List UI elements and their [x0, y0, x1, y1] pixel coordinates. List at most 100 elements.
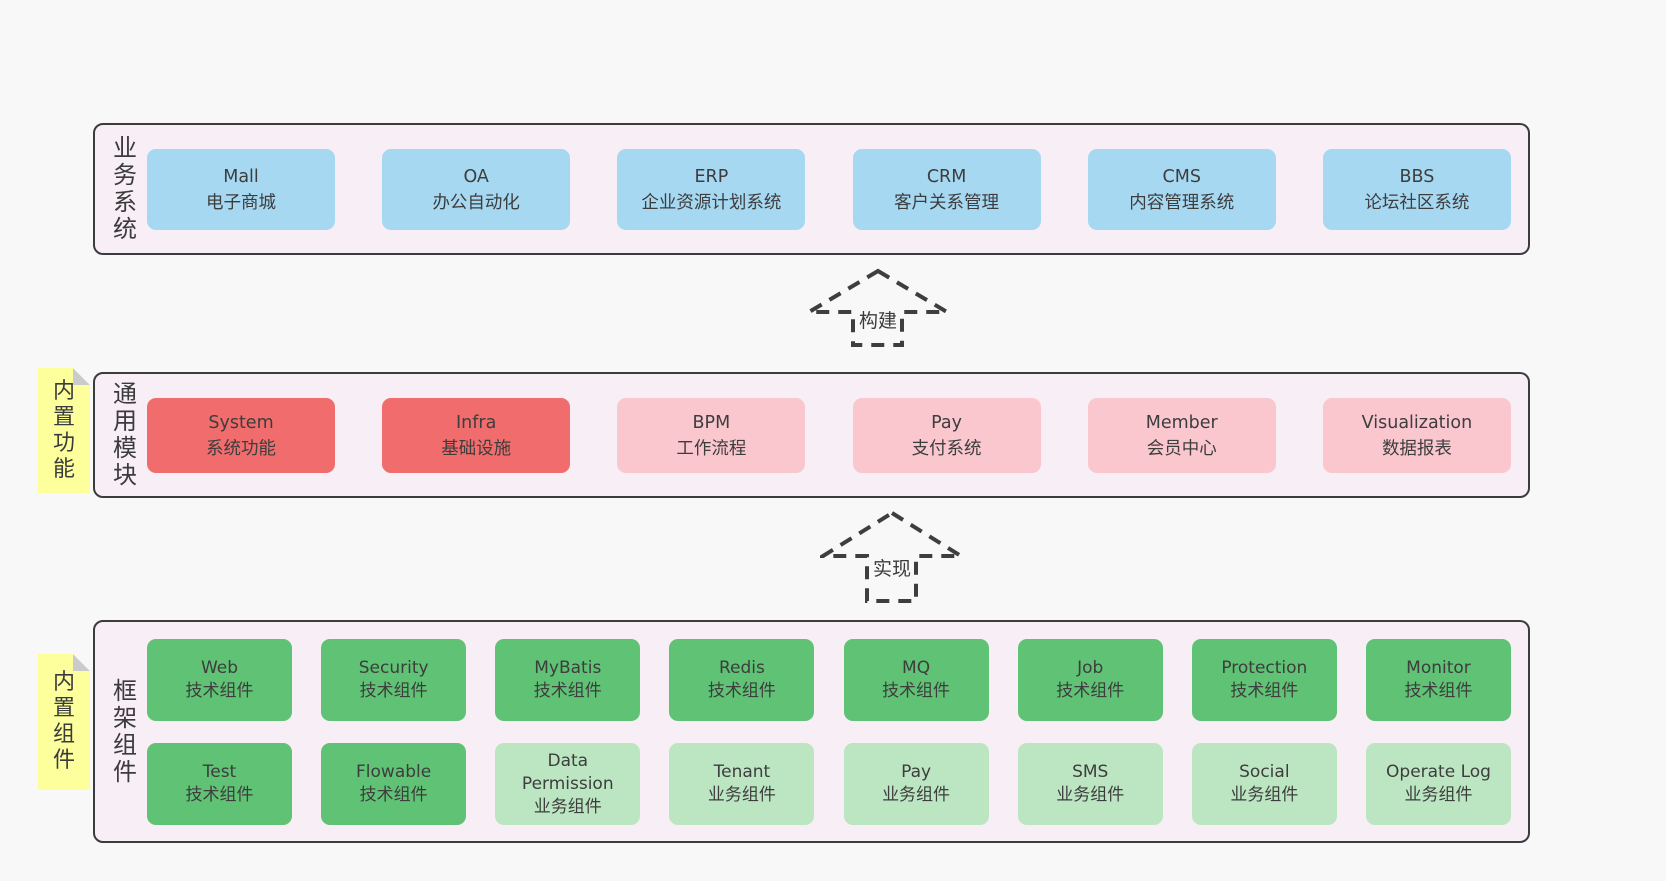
arrow-implement: 实现 [820, 510, 964, 604]
box-infra: Infra 基础设施 [382, 398, 571, 473]
box-test: Test 技术组件 [147, 743, 292, 825]
layer-business-label: 业务系统 [113, 134, 137, 243]
box-visualization: Visualization 数据报表 [1322, 398, 1511, 473]
box-bpm: BPM 工作流程 [617, 398, 806, 473]
box-subtitle: 论坛社区系统 [1364, 192, 1470, 213]
box-title: Member [1145, 412, 1218, 433]
box-sms: SMS 业务组件 [1017, 743, 1163, 825]
components-row-1: Web 技术组件 Security 技术组件 MyBatis 技术组件 Redi… [147, 639, 1511, 721]
note-text: 内置功能 [52, 378, 75, 482]
arrow-build: 构建 [806, 268, 950, 348]
box-title: Social [1239, 762, 1290, 782]
box-subtitle: 会员中心 [1146, 438, 1217, 459]
box-title: Redis [718, 658, 765, 678]
box-title: CMS [1162, 166, 1201, 187]
box-subtitle: 技术组件 [185, 681, 254, 701]
box-subtitle: 技术组件 [185, 785, 254, 805]
box-flowable: Flowable 技术组件 [321, 743, 467, 825]
box-title: SMS [1072, 762, 1109, 782]
box-title: Infra [456, 412, 497, 433]
box-title: Flowable [356, 762, 432, 782]
box-title: Job [1077, 658, 1104, 678]
layer-business-systems: 业务系统 Mall 电子商城 OA 办公自动化 ERP 企业资源计划系统 CRM… [93, 123, 1530, 255]
box-title: Security [358, 658, 429, 678]
components-row-2: Test 技术组件 Flowable 技术组件 Data Permission … [147, 743, 1511, 825]
box-bbs: BBS 论坛社区系统 [1322, 149, 1511, 230]
box-redis: Redis 技术组件 [669, 639, 815, 721]
box-subtitle: 业务组件 [882, 785, 951, 805]
note-text: 内置组件 [52, 670, 75, 773]
arrow-up-icon [820, 510, 964, 603]
box-subtitle: 技术组件 [882, 681, 951, 701]
box-title: Operate Log [1386, 762, 1491, 782]
box-title: BPM [692, 412, 731, 433]
box-system: System 系统功能 [147, 398, 335, 473]
box-subtitle: 技术组件 [1404, 681, 1473, 701]
box-title: Web [200, 658, 239, 678]
business-boxes-row: Mall 电子商城 OA 办公自动化 ERP 企业资源计划系统 CRM 客户关系… [147, 149, 1511, 230]
box-subtitle: 技术组件 [359, 681, 428, 701]
box-cms: CMS 内容管理系统 [1087, 149, 1276, 230]
box-operate-log: Operate Log 业务组件 [1365, 743, 1511, 825]
layer-modules-label: 通用模块 [113, 380, 137, 489]
box-subtitle: 技术组件 [1056, 681, 1125, 701]
box-job: Job 技术组件 [1017, 639, 1163, 721]
box-subtitle: 技术组件 [1230, 681, 1299, 701]
note-built-in-features: 内置功能 [38, 368, 90, 493]
box-subtitle: 技术组件 [359, 785, 428, 805]
box-monitor: Monitor 技术组件 [1365, 639, 1511, 721]
box-mall: Mall 电子商城 [147, 149, 335, 230]
box-subtitle: 技术组件 [533, 681, 602, 701]
box-subtitle: 电子商城 [206, 192, 276, 213]
box-security: Security 技术组件 [321, 639, 467, 721]
box-tenant: Tenant 业务组件 [669, 743, 815, 825]
box-subtitle: 系统功能 [206, 438, 276, 459]
box-title: Monitor [1406, 658, 1471, 678]
box-subtitle: 技术组件 [707, 681, 776, 701]
box-title: Pay [931, 412, 962, 433]
box-pay-module: Pay 支付系统 [852, 398, 1041, 473]
box-mq: MQ 技术组件 [843, 639, 989, 721]
box-data-permission: Data Permission 业务组件 [495, 743, 641, 825]
box-title: BBS [1399, 166, 1435, 187]
box-subtitle: 工作流程 [676, 438, 747, 459]
box-mybatis: MyBatis 技术组件 [495, 639, 641, 721]
box-subtitle: 业务组件 [707, 785, 776, 805]
box-title: MQ [902, 658, 931, 678]
box-crm: CRM 客户关系管理 [852, 149, 1041, 230]
layer-common-modules: 通用模块 System 系统功能 Infra 基础设施 BPM 工作流程 Pay… [93, 372, 1530, 498]
box-protection: Protection 技术组件 [1191, 639, 1337, 721]
box-subtitle: 办公自动化 [432, 192, 520, 213]
box-title: CRM [926, 166, 967, 187]
box-social: Social 业务组件 [1191, 743, 1337, 825]
box-subtitle: 业务组件 [1230, 785, 1299, 805]
box-title: Pay [901, 762, 932, 782]
box-subtitle: 企业资源计划系统 [641, 192, 782, 213]
layer-components-label: 框架组件 [113, 676, 137, 786]
box-oa: OA 办公自动化 [382, 149, 571, 230]
arrow-implement-label: 实现 [869, 558, 915, 580]
box-title: Visualization [1361, 412, 1473, 433]
arrow-up-icon [806, 268, 950, 347]
box-web: Web 技术组件 [147, 639, 292, 721]
box-subtitle: 数据报表 [1381, 438, 1452, 459]
modules-boxes-row: System 系统功能 Infra 基础设施 BPM 工作流程 Pay 支付系统… [147, 398, 1511, 473]
arrow-build-label: 构建 [855, 310, 901, 332]
box-title: System [208, 412, 274, 433]
box-title: OA [463, 166, 489, 187]
box-title: ERP [694, 166, 729, 187]
box-subtitle: 内容管理系统 [1129, 192, 1235, 213]
box-erp: ERP 企业资源计划系统 [617, 149, 806, 230]
box-title: Test [202, 762, 237, 782]
box-title: MyBatis [534, 658, 602, 678]
box-title: Data Permission [521, 750, 614, 794]
box-title: Protection [1221, 658, 1308, 678]
box-subtitle: 基础设施 [441, 438, 512, 459]
box-pay-component: Pay 业务组件 [843, 743, 989, 825]
box-member: Member 会员中心 [1087, 398, 1276, 473]
box-subtitle: 业务组件 [533, 796, 602, 817]
layer-framework-components: 框架组件 Web 技术组件 Security 技术组件 MyBatis 技术组件… [93, 620, 1530, 843]
box-title: Tenant [713, 762, 771, 782]
note-built-in-components: 内置组件 [38, 654, 90, 790]
